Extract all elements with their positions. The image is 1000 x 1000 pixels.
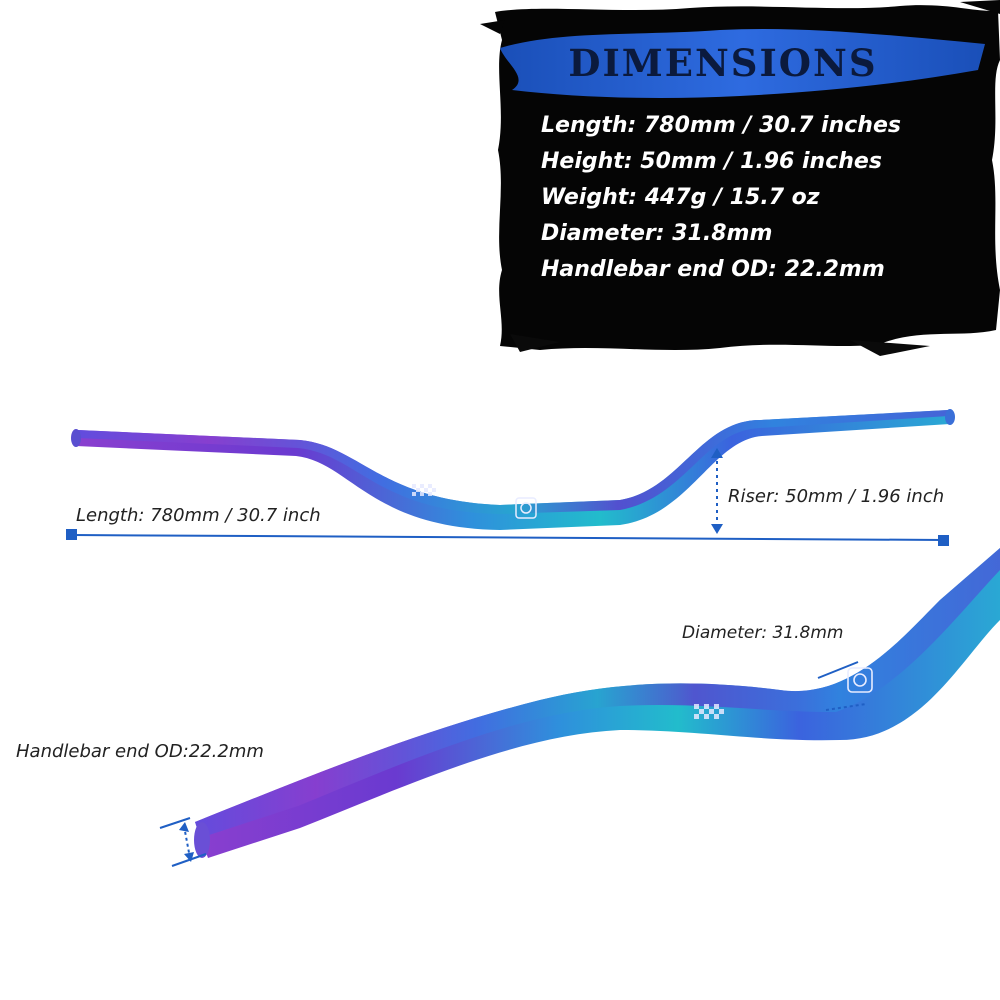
length-callout: Length: 780mm / 30.7 inch bbox=[76, 505, 321, 526]
checkered-flag-icon bbox=[694, 704, 724, 719]
diameter-dimension-marker bbox=[817, 661, 867, 711]
spec-length: Length: 780mm / 30.7 inches bbox=[541, 113, 901, 138]
riser-dimension-arrow bbox=[711, 448, 723, 534]
spec-diameter: Diameter: 31.8mm bbox=[541, 221, 773, 246]
spec-weight: Weight: 447g / 15.7 oz bbox=[541, 185, 820, 210]
heading-blue-brush bbox=[500, 28, 985, 99]
spec-panel: DIMENSIONS Length: 780mm / 30.7 inches H… bbox=[0, 0, 1000, 360]
handlebar-angled-view bbox=[194, 548, 1000, 858]
riser-callout: Riser: 50mm / 1.96 inch bbox=[728, 486, 945, 507]
spec-height: Height: 50mm / 1.96 inches bbox=[541, 149, 882, 174]
end-od-callout: Handlebar end OD:22.2mm bbox=[16, 741, 264, 762]
handlebar-front-view bbox=[71, 409, 955, 530]
dimensions-heading: DIMENSIONS bbox=[568, 41, 878, 85]
spec-list: Length: 780mm / 30.7 inches Height: 50mm… bbox=[541, 108, 901, 288]
checkered-flag-icon bbox=[412, 484, 436, 496]
spec-end-od: Handlebar end OD: 22.2mm bbox=[541, 257, 885, 282]
shield-logo-icon bbox=[515, 497, 537, 519]
end-od-dimension-marker bbox=[159, 817, 207, 867]
diameter-callout: Diameter: 31.8mm bbox=[682, 623, 844, 643]
length-dimension-line bbox=[66, 529, 949, 546]
shield-logo-icon bbox=[847, 667, 873, 693]
